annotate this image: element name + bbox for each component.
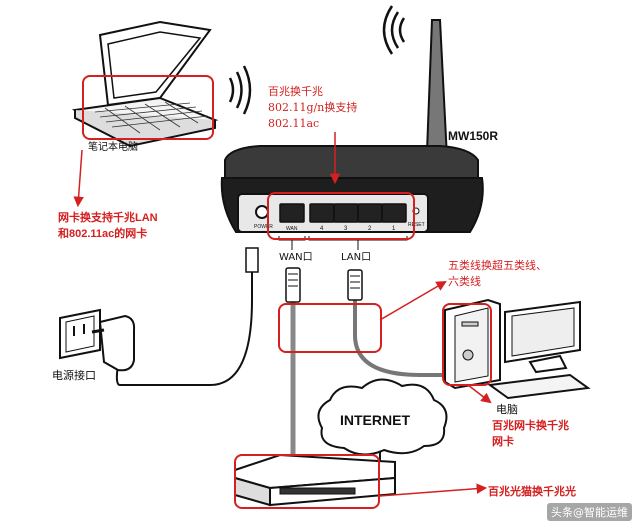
- modem-callout: [234, 454, 380, 509]
- laptop-wifi-icon: [228, 65, 252, 115]
- router-wifi-icon: [382, 5, 406, 55]
- cable-plugs: [245, 247, 363, 303]
- internet-label: INTERNET: [340, 412, 410, 428]
- laptop-annotation-arrow: [73, 149, 84, 208]
- desktop-callout: [442, 303, 492, 386]
- lan-port-2-label: 2: [368, 226, 372, 232]
- power-socket-illustration: [59, 308, 136, 372]
- desktop-annotation-arrow: [467, 384, 492, 404]
- router-upgrade-note: 百兆换千兆 802.11g/n换支持 802.11ac: [268, 85, 358, 130]
- desktop-label: 电脑: [496, 403, 518, 416]
- modem-illustration: [234, 453, 396, 507]
- power-socket-label: 电源接口: [52, 369, 96, 382]
- wan-port: [279, 203, 305, 223]
- cable-upgrade-note: 五类线换超五类线、 六类线: [448, 259, 547, 288]
- modem-upgrade-note: 百兆光猫换千兆光: [488, 486, 576, 498]
- router-model-label: MW150R: [448, 129, 499, 143]
- laptop-nic-note: 网卡换支持千兆LAN 和802.11ac的网卡: [58, 212, 158, 240]
- modem-annotation-arrow: [379, 483, 488, 497]
- desktop-nic-note: 百兆网卡换千兆 网卡: [492, 420, 569, 448]
- lan-port-3-label: 3: [344, 226, 348, 232]
- laptop-label: 笔记本电脑: [88, 142, 138, 153]
- router-reset-label: RESET: [408, 222, 425, 228]
- router-power-label: POWER: [254, 224, 273, 230]
- lan-port-4-label: 4: [320, 226, 324, 232]
- router-ports: [279, 203, 407, 223]
- lan-label: LAN口: [341, 252, 372, 263]
- router-ports-callout: [267, 192, 415, 240]
- desktop-illustration: [444, 298, 591, 400]
- cable-annotation-arrow: [379, 280, 447, 321]
- cables: [115, 270, 470, 470]
- laptop-illustration: [71, 20, 219, 148]
- cable-callout: [278, 303, 382, 353]
- router-wan-label: WAN: [286, 226, 298, 232]
- laptop-callout: [82, 75, 214, 140]
- lan-port-1: [381, 203, 407, 223]
- annotation-arrows: [73, 132, 492, 497]
- wan-label: WAN口: [279, 252, 313, 263]
- lan-port-1-label: 1: [392, 226, 396, 232]
- watermark: 头条@智能运维: [547, 503, 632, 521]
